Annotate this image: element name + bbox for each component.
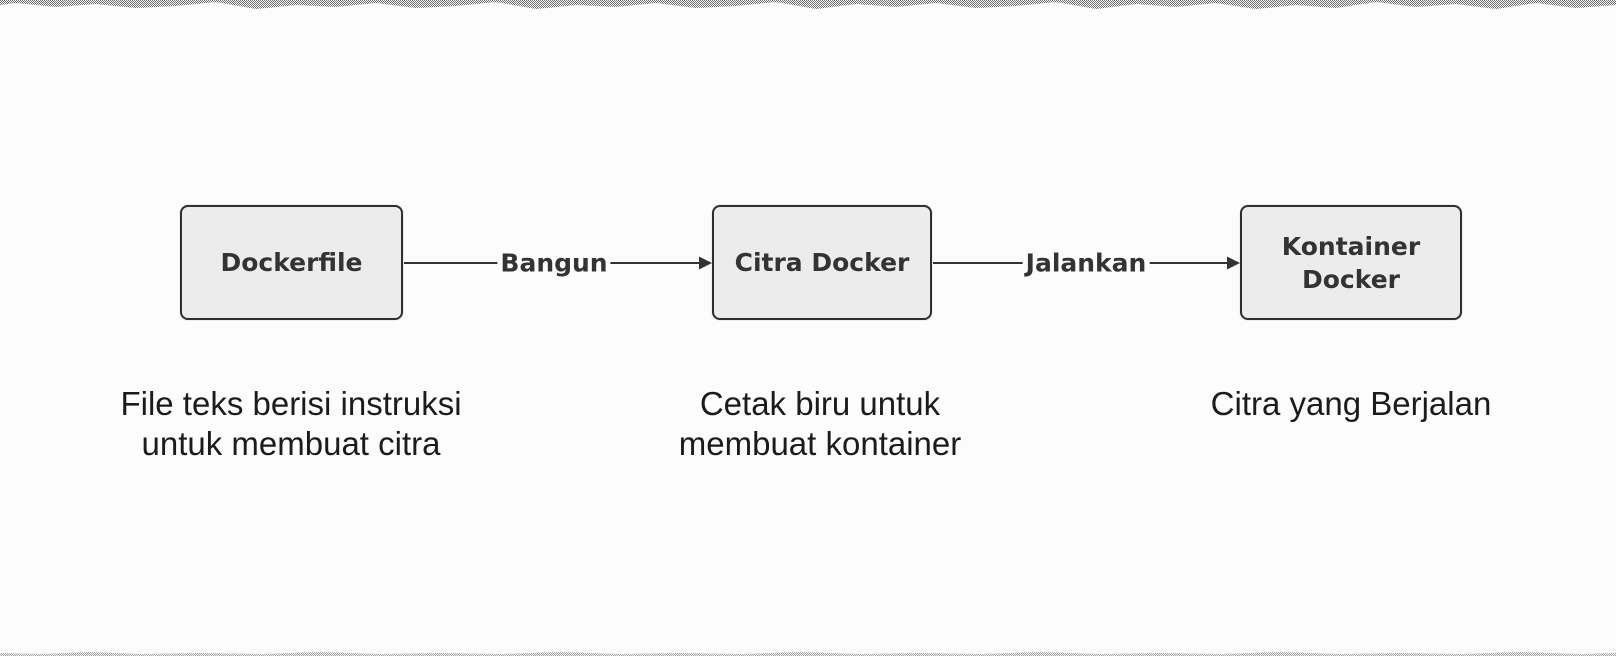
caption-line: membuat kontainer	[678, 425, 962, 462]
node-label: Citra Docker	[734, 248, 910, 277]
edge-bangun-arrowhead-icon	[699, 256, 712, 270]
caption-line: Cetak biru untuk	[699, 385, 941, 422]
flow-node-citra-docker: Citra Docker	[712, 205, 932, 320]
node-caption-kontainer-docker: Citra yang Berjalan	[1211, 384, 1492, 424]
flow-node-kontainer-docker: Kontainer Docker	[1240, 205, 1462, 320]
edge-label-bangun: Bangun	[497, 248, 611, 278]
caption-line: untuk membuat citra	[141, 425, 441, 462]
edge-jalankan-arrowhead-icon	[1227, 256, 1240, 270]
node-caption-citra-docker: Cetak biru untuk membuat kontainer	[679, 384, 961, 464]
caption-line: Citra yang Berjalan	[1210, 385, 1492, 422]
node-label: Dockerfile	[220, 248, 363, 277]
edge-label-jalankan: Jalankan	[1022, 248, 1150, 278]
caption-line: File teks berisi instruksi	[120, 385, 462, 422]
node-caption-dockerfile: File teks berisi instruksi untuk membuat…	[120, 384, 461, 464]
node-label: Kontainer Docker	[1281, 231, 1421, 294]
flow-node-dockerfile: Dockerfile	[180, 205, 403, 320]
